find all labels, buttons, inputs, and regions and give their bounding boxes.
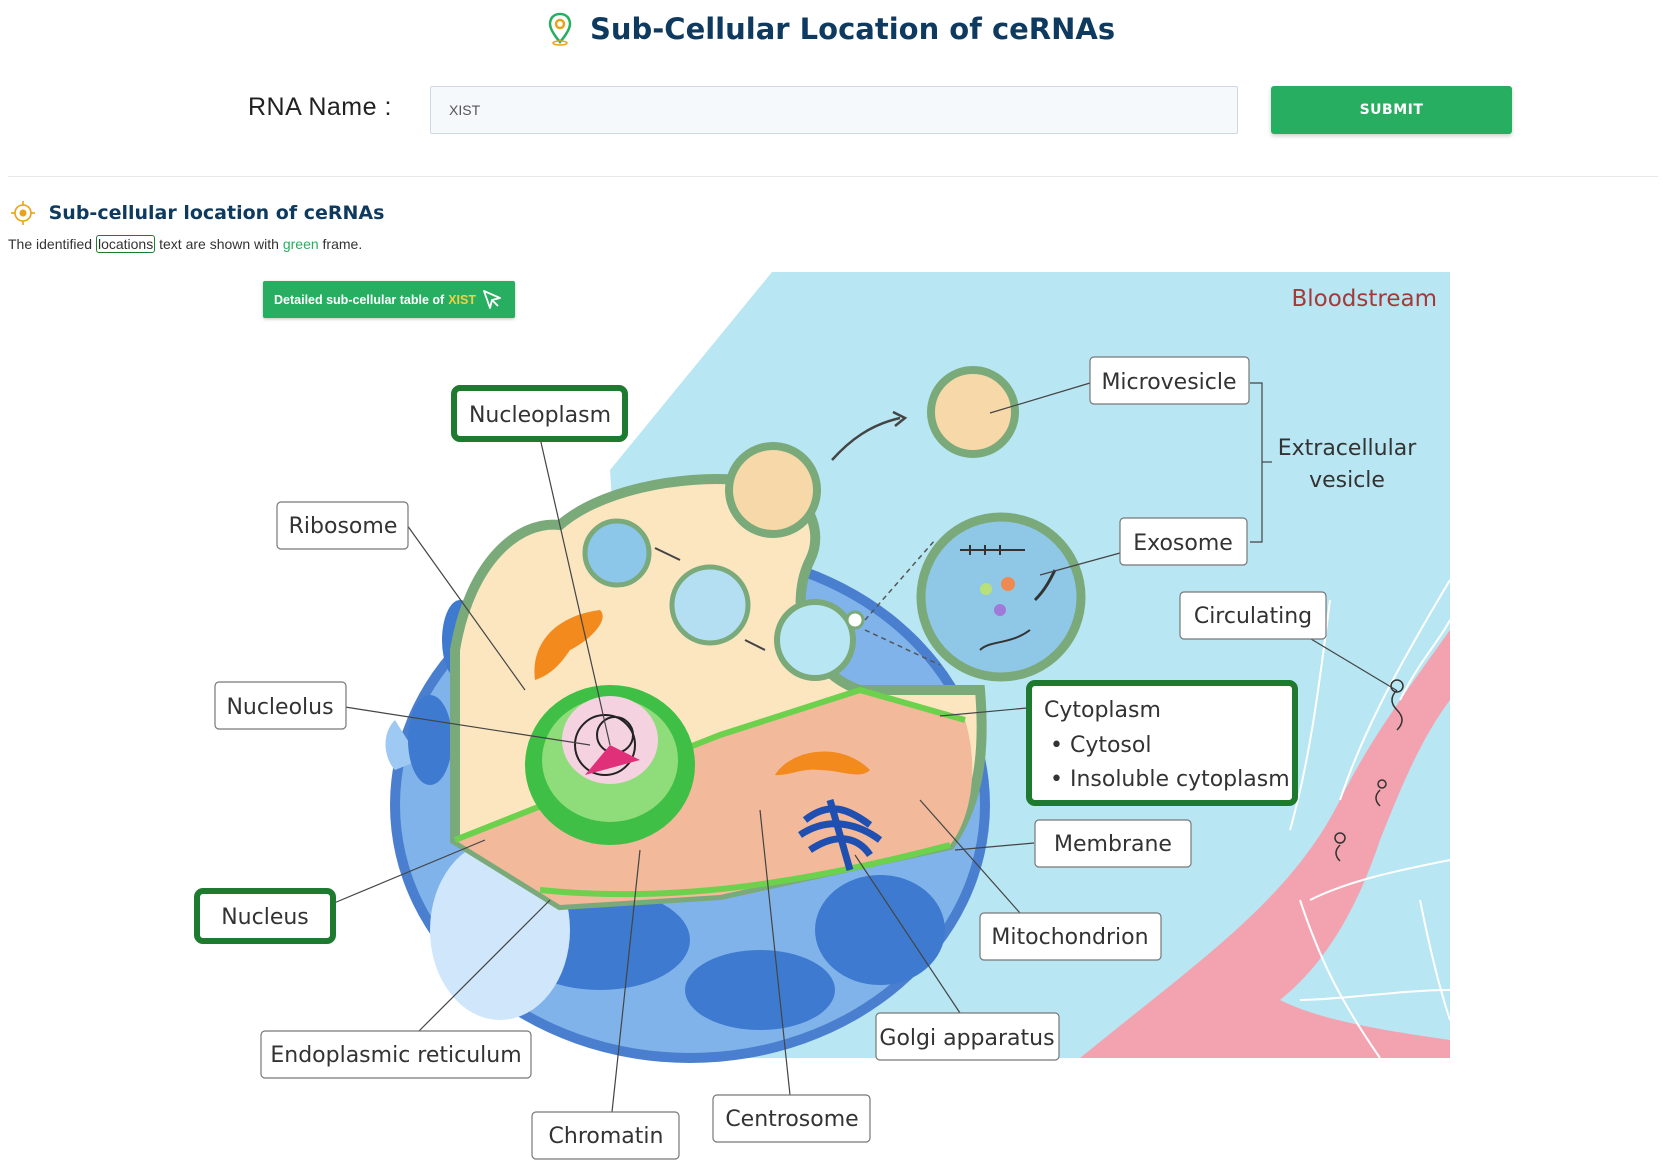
label-golgi-text: Golgi apparatus bbox=[879, 1026, 1054, 1051]
label-microvesicle: Microvesicle bbox=[1089, 356, 1250, 405]
cursor-pointer-icon bbox=[483, 289, 501, 309]
section-title: Sub-cellular location of ceRNAs bbox=[10, 200, 384, 226]
desc-suffix: frame. bbox=[318, 236, 363, 252]
label-centrosome: Centrosome bbox=[712, 1094, 871, 1143]
label-centrosome-text: Centrosome bbox=[725, 1107, 858, 1132]
desc-locations-boxed: locations bbox=[95, 235, 156, 253]
label-chromatin-text: Chromatin bbox=[549, 1124, 664, 1149]
label-er-text: Endoplasmic reticulum bbox=[270, 1043, 521, 1068]
bloodstream-label: Bloodstream bbox=[1291, 286, 1437, 312]
label-exosome-text: Exosome bbox=[1133, 531, 1233, 556]
label-endoplasmic-reticulum: Endoplasmic reticulum bbox=[260, 1030, 532, 1079]
label-cytoplasm: Cytoplasm • Cytosol • Insoluble cytoplas… bbox=[1026, 680, 1298, 806]
location-pin-icon bbox=[548, 12, 572, 46]
label-membrane-text: Membrane bbox=[1054, 832, 1172, 857]
detailed-table-button[interactable]: Detailed sub-cellular table of XIST bbox=[263, 281, 515, 318]
blood-vessel bbox=[1080, 579, 1451, 1059]
label-membrane: Membrane bbox=[1034, 819, 1192, 868]
label-cytoplasm-text: Cytoplasm bbox=[1044, 698, 1161, 723]
submit-button[interactable]: SUBMIT bbox=[1271, 86, 1512, 134]
label-nucleolus-text: Nucleolus bbox=[226, 695, 333, 720]
table-button-label: Detailed sub-cellular table of bbox=[274, 292, 445, 307]
label-mitochondrion-text: Mitochondrion bbox=[991, 925, 1148, 950]
desc-green-word: green bbox=[282, 236, 319, 252]
exosome-zoom bbox=[864, 512, 1086, 682]
label-nucleolus: Nucleolus bbox=[214, 681, 347, 730]
label-exosome: Exosome bbox=[1119, 517, 1248, 566]
rna-name-label: RNA Name : bbox=[248, 93, 392, 121]
target-icon bbox=[11, 201, 35, 225]
microvesicle-shape bbox=[927, 366, 1019, 458]
divider bbox=[8, 176, 1658, 177]
label-nucleoplasm: Nucleoplasm bbox=[451, 385, 628, 442]
label-chromatin: Chromatin bbox=[531, 1111, 680, 1160]
page-title: Sub-Cellular Location of ceRNAs bbox=[0, 10, 1663, 46]
leader-lines bbox=[333, 382, 1397, 1113]
label-cytosol-text: • Cytosol bbox=[1050, 733, 1151, 758]
table-button-rna: XIST bbox=[448, 292, 476, 307]
label-microvesicle-text: Microvesicle bbox=[1101, 370, 1236, 395]
desc-prefix: The identified bbox=[8, 236, 96, 252]
label-ribosome: Ribosome bbox=[276, 501, 409, 550]
desc-middle: text are shown with bbox=[155, 236, 283, 252]
page-title-text: Sub-Cellular Location of ceRNAs bbox=[589, 12, 1116, 46]
label-ribosome-text: Ribosome bbox=[289, 514, 398, 539]
label-mitochondrion: Mitochondrion bbox=[979, 912, 1162, 961]
label-nucleus-text: Nucleus bbox=[221, 905, 309, 930]
cell-body bbox=[385, 410, 990, 1063]
label-nucleoplasm-text: Nucleoplasm bbox=[469, 403, 611, 428]
rna-name-input[interactable] bbox=[430, 86, 1238, 134]
section-title-text: Sub-cellular location of ceRNAs bbox=[48, 202, 385, 224]
label-circulating-text: Circulating bbox=[1194, 604, 1312, 629]
label-insoluble-text: • Insoluble cytoplasm bbox=[1050, 767, 1290, 792]
label-extracellular-line1: Extracellular bbox=[1278, 436, 1417, 461]
label-extracellular-line2: vesicle bbox=[1309, 468, 1385, 493]
label-golgi: Golgi apparatus bbox=[875, 1012, 1060, 1061]
section-description: The identified locations text are shown … bbox=[8, 235, 363, 253]
label-circulating: Circulating bbox=[1179, 591, 1327, 640]
label-nucleus: Nucleus bbox=[194, 888, 336, 944]
